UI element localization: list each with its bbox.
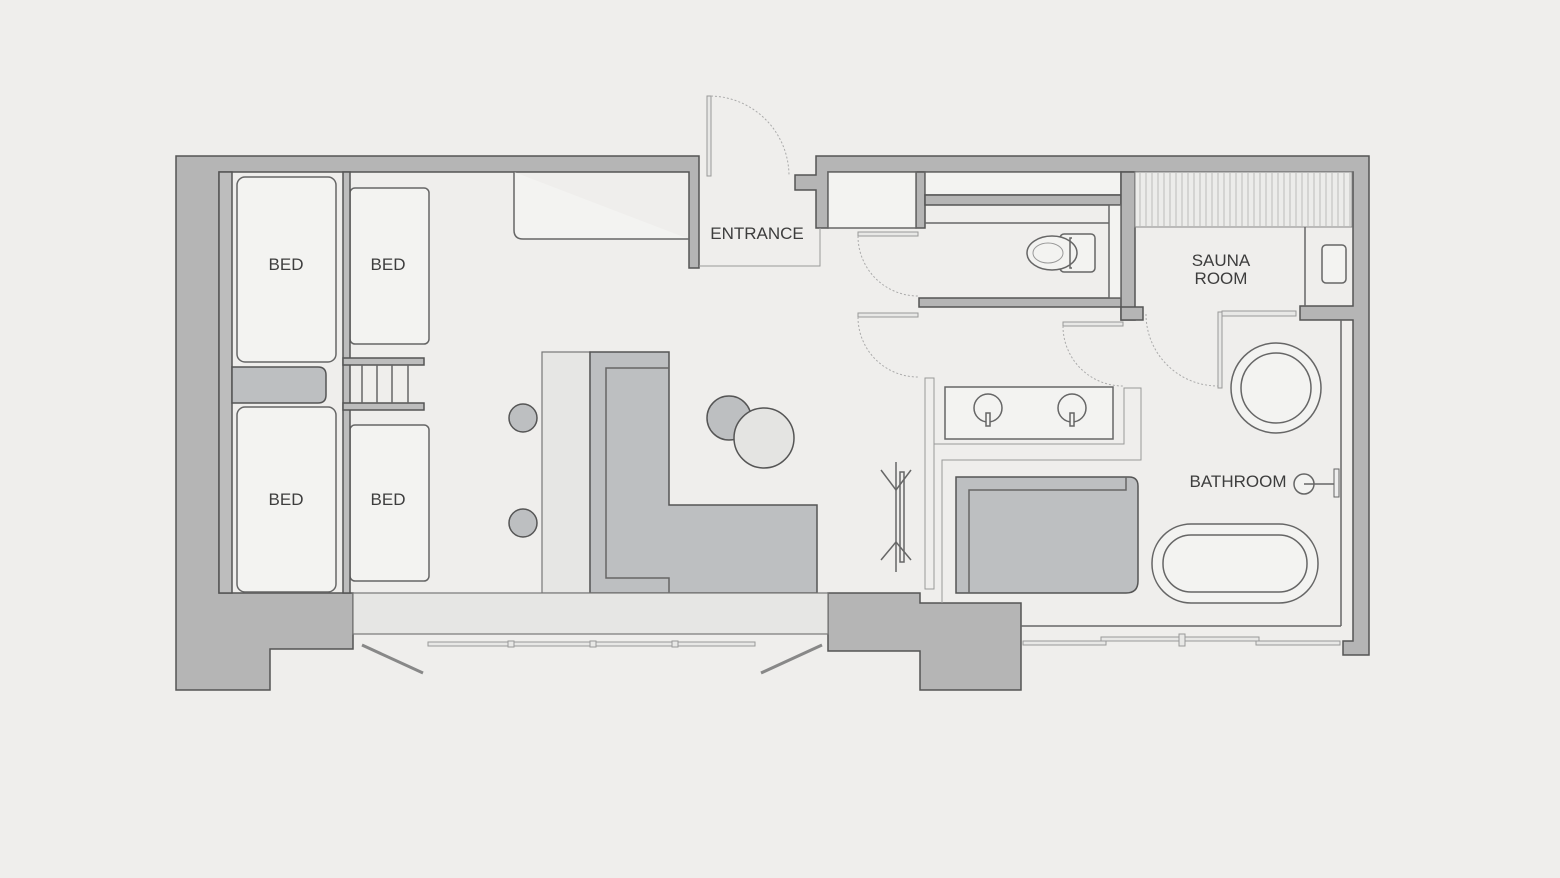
- sink-icon: [1057, 393, 1087, 427]
- sauna-door[interactable]: [1145, 310, 1297, 389]
- sauna-heater: [1321, 244, 1347, 284]
- room-label-bed: BED: [371, 490, 406, 509]
- room-label-entrance: ENTRANCE: [710, 224, 804, 243]
- room-label-bed: BED: [269, 255, 304, 274]
- room-label-sauna: ROOM: [1195, 269, 1248, 288]
- sauna-wall-end: [1120, 306, 1144, 321]
- ladder-icon: [361, 365, 409, 403]
- toilet-door[interactable]: [857, 231, 919, 297]
- desk: [513, 172, 689, 240]
- bunk-divider: [342, 171, 351, 594]
- bathroom-window: [1022, 633, 1341, 647]
- toilet-wall: [915, 171, 926, 229]
- coffee-table: [733, 407, 795, 469]
- stool: [508, 508, 538, 538]
- room-label-bed: BED: [371, 255, 406, 274]
- vanity: [944, 386, 1114, 440]
- toilet-icon: [1026, 233, 1096, 273]
- shower-icon: [1293, 468, 1340, 498]
- closet: [827, 171, 917, 229]
- counter: [541, 351, 591, 594]
- entrance-door[interactable]: [706, 95, 712, 177]
- window-sill: [352, 592, 829, 635]
- window: [361, 640, 823, 675]
- outer-wall-right: [794, 155, 1370, 656]
- toilet-wall-bottom: [918, 297, 1134, 308]
- coat-rack: [880, 462, 912, 572]
- door-swing: [710, 95, 790, 177]
- bed-1: [236, 176, 337, 363]
- bathroom-bench: [955, 476, 1139, 594]
- sauna-wall: [1120, 171, 1136, 321]
- bathroom-door-2[interactable]: [1062, 321, 1124, 387]
- sofa: [589, 351, 818, 594]
- stool: [508, 403, 538, 433]
- room-label-sauna: SAUNA: [1192, 251, 1251, 270]
- round-tub: [1230, 342, 1322, 434]
- ladder-bottom: [342, 402, 425, 411]
- inner-wall-strip: [218, 171, 233, 594]
- structural-column: [827, 592, 1022, 691]
- bathtub: [1151, 523, 1319, 604]
- toilet-partition: [1108, 204, 1122, 299]
- sauna-bench: [1134, 171, 1353, 228]
- room-label-bathroom: BATHROOM: [1190, 472, 1287, 491]
- shelf: [924, 171, 1122, 196]
- bed-3: [236, 406, 337, 593]
- room-label-bed: BED: [269, 490, 304, 509]
- sink-icon: [973, 393, 1003, 427]
- ladder-top: [342, 357, 425, 366]
- bunk-shelf: [231, 366, 327, 404]
- bathroom-door[interactable]: [857, 312, 919, 378]
- toilet-wall-top: [924, 194, 1122, 206]
